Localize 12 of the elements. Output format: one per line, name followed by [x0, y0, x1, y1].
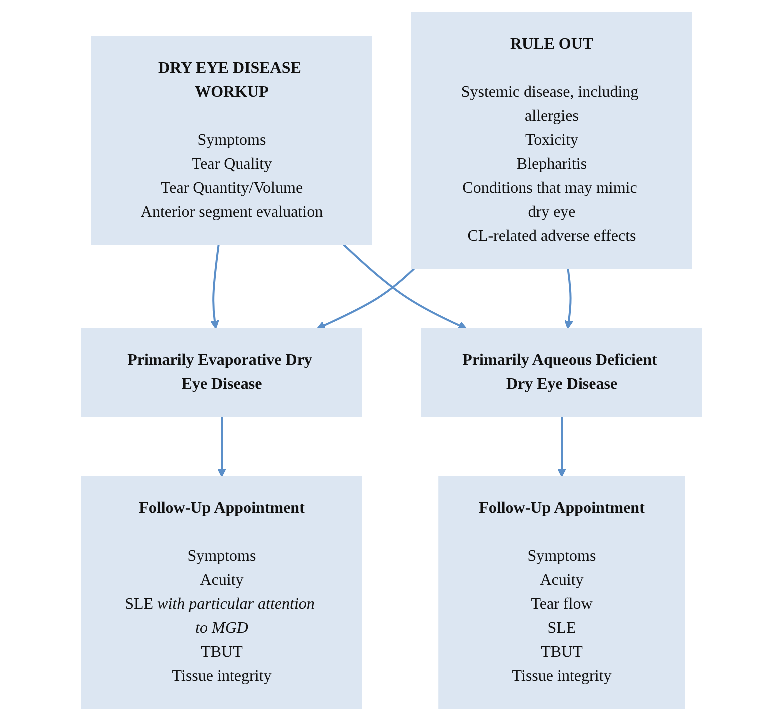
node-box	[438, 476, 686, 709]
arrow	[316, 268, 415, 330]
node-box	[82, 476, 362, 709]
node-box	[422, 328, 702, 417]
arrow	[558, 416, 566, 477]
arrow	[564, 268, 574, 329]
node-box	[82, 328, 362, 417]
arrow	[218, 416, 226, 477]
node-box	[92, 36, 372, 245]
arrow	[343, 244, 468, 330]
node-box	[412, 12, 692, 269]
arrow	[210, 244, 220, 329]
